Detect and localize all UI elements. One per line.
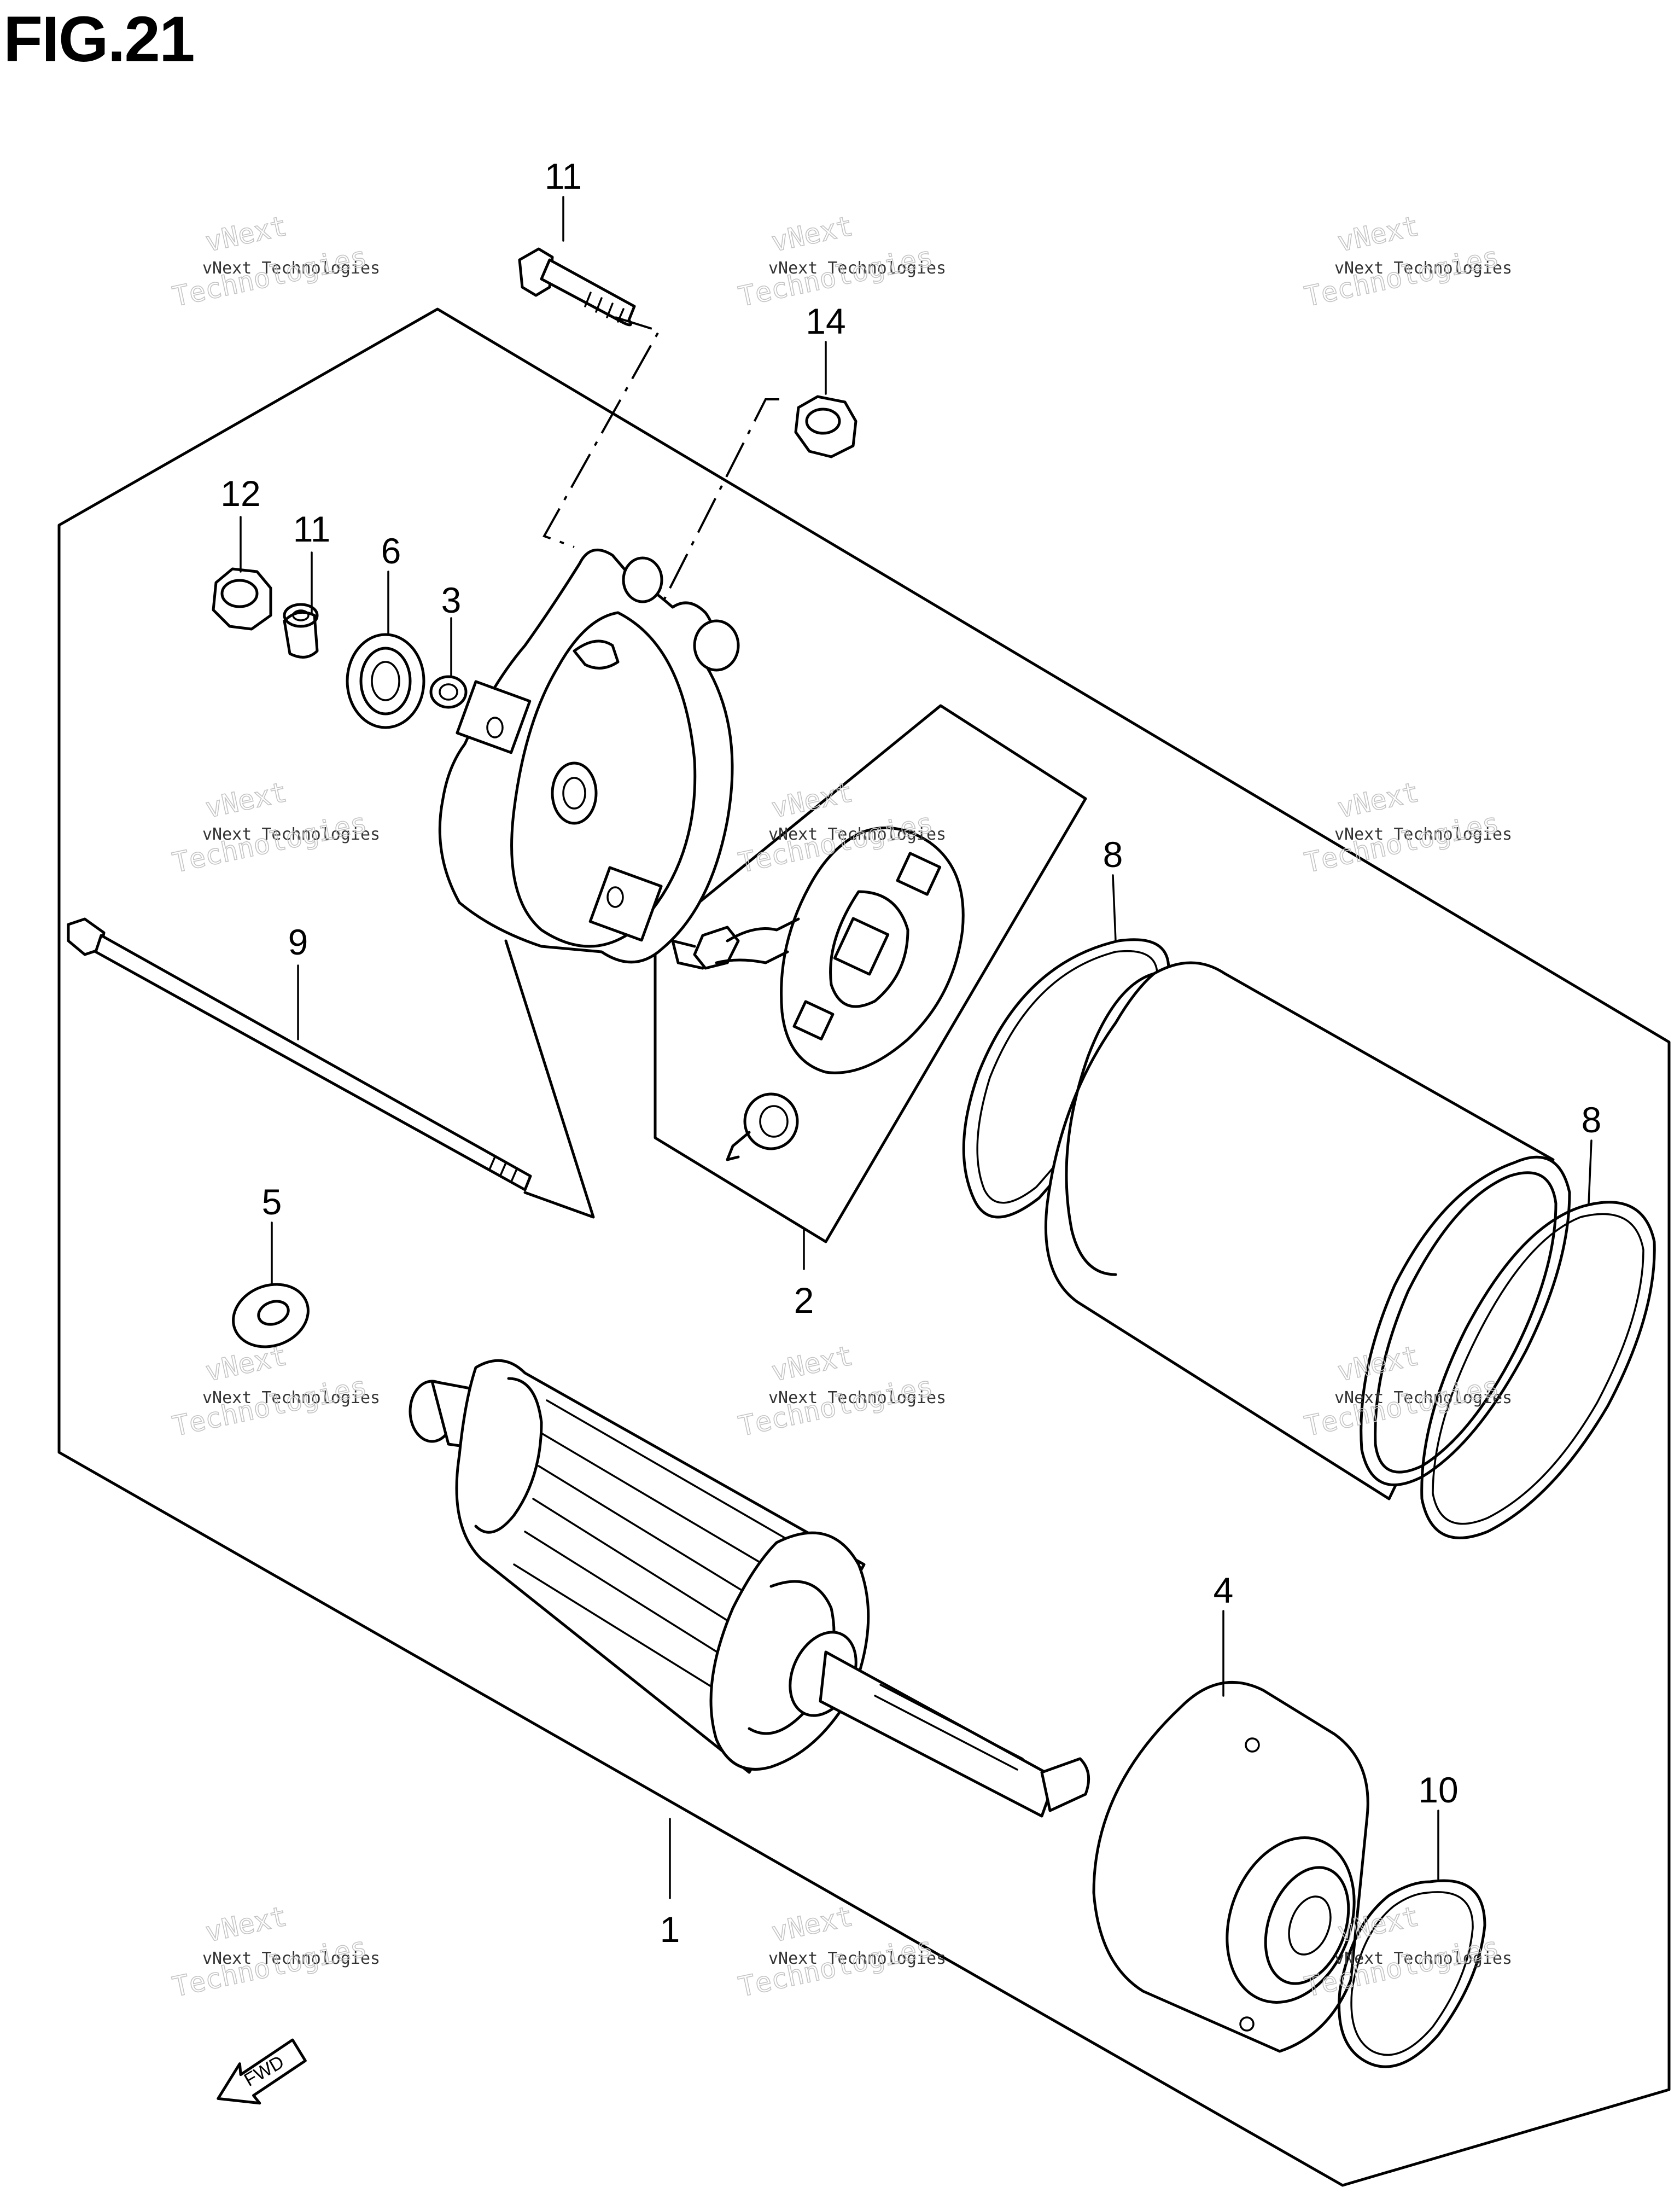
watermark-text: Technologies [170,1931,369,2003]
watermark-text: vNext Technologies [768,1388,946,1407]
callout-leaders [240,196,1592,1899]
watermark: vNext vNext Technologies Technologies [170,1900,380,2004]
o-ring-part-10 [1338,1879,1486,2068]
watermark-text: Technologies [736,1370,935,1442]
watermark-text: vNext [202,776,289,824]
callout-1: 1 [660,1909,680,1950]
callout-4: 4 [1214,1570,1234,1610]
watermark-text: Technologies [1302,241,1501,313]
watermark-text: vNext Technologies [1334,1388,1512,1407]
watermark-text: vNext [1334,776,1421,824]
callout-labels: 11 14 12 11 6 3 8 8 9 5 2 4 10 1 [220,156,1601,1950]
watermark-text: vNext Technologies [202,825,380,844]
watermark-text: Technologies [170,241,369,313]
watermark-text: Technologies [170,1370,369,1442]
watermark: vNext vNext Technologies Technologies [1302,210,1512,313]
oil-seal-part-6 [346,633,425,729]
front-housing-part-4 [1092,1680,1369,2053]
watermark-text: vNext [202,210,289,258]
bushing-part-11 [283,603,319,659]
callout-14: 14 [806,301,845,341]
nut-part-12 [212,567,272,631]
watermark-text: vNext Technologies [202,1388,380,1407]
watermark-text: Technologies [170,807,369,879]
watermark-text: vNext [768,1340,855,1388]
callout-11: 11 [293,509,331,549]
watermark: vNext vNext Technologies Technologies [170,776,380,880]
watermark-text: vNext Technologies [1334,1949,1512,1968]
callout-8-right: 8 [1582,1100,1602,1140]
o-ring-part-3 [429,675,468,709]
callout-13: 11 [545,156,582,196]
watermark: vNext vNext Technologies Technologies [170,210,380,313]
callout-6: 6 [381,531,401,571]
fwd-direction-indicator: FWD [217,2038,307,2105]
housing-rod-leader [504,939,595,1219]
watermark: vNext vNext Technologies Technologies [170,1339,380,1443]
callout-9: 9 [288,922,308,962]
watermark-text: vNext [768,210,855,258]
washer-part-5 [232,1283,310,1348]
watermark-text: Technologies [736,1931,935,2003]
watermark-text: vNext [768,776,855,824]
callout-12: 12 [220,473,260,514]
watermark-text: Technologies [1302,807,1501,879]
through-bolt-part-9 [67,917,532,1191]
watermark-text: vNext [768,1900,855,1948]
figure-title: FIG.21 [3,3,195,75]
watermark-text: vNext [1334,210,1421,258]
armature [409,1359,1090,1818]
rear-housing [438,548,740,964]
watermark-text: vNext Technologies [1334,259,1512,278]
watermark-text: vNext Technologies [768,1949,946,1968]
watermark-text: vNext Technologies [768,259,946,278]
callout-10: 10 [1418,1770,1458,1810]
watermark: vNext vNext Technologies Technologies [736,210,946,313]
assembly-boundary [57,307,1671,2187]
watermark-text: vNext Technologies [202,259,380,278]
callout-8-left: 8 [1103,834,1123,875]
yoke-cylinder [1044,961,1571,1500]
callout-3: 3 [441,580,462,620]
brush-holder-part-2 [671,826,965,1161]
o-ring-part-8-right [1420,1201,1656,1539]
bolt-part-13 [518,247,636,327]
watermark: vNext vNext Technologies Technologies [736,1900,946,2004]
watermark-text: vNext Technologies [202,1949,380,1968]
watermark-text: vNext [202,1900,289,1948]
leader-dash-13 [542,316,661,548]
callout-5: 5 [262,1182,282,1222]
watermark-text: vNext Technologies [768,825,946,844]
watermark: vNext vNext Technologies Technologies [736,1339,946,1443]
watermark-text: vNext Technologies [1334,825,1512,844]
watermark: vNext vNext Technologies Technologies [1302,776,1512,880]
watermark-text: vNext [202,1340,289,1388]
nut-part-14 [794,395,858,458]
leader-dash-14 [663,398,779,600]
callout-2: 2 [794,1280,814,1321]
